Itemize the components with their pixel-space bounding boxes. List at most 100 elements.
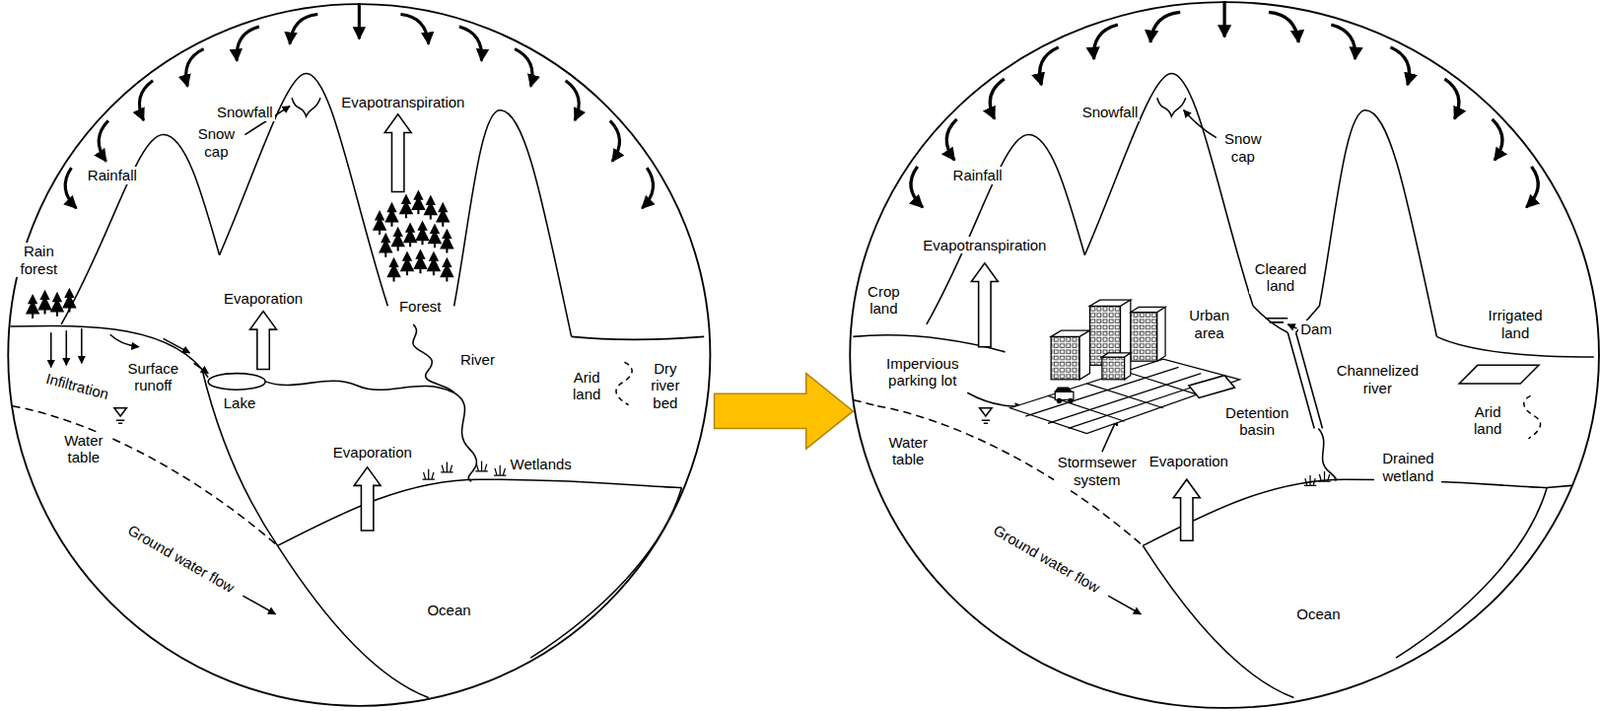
left-circle <box>7 3 710 706</box>
part-label: Ground water flow <box>988 520 1106 598</box>
right-circle <box>1524 395 1541 438</box>
forest-trees <box>427 223 442 249</box>
left-circle <box>163 338 191 352</box>
right-circle <box>1546 485 1572 487</box>
forest-trees <box>386 257 401 282</box>
part-label: Water table <box>880 433 936 469</box>
wetland-grass <box>422 469 435 480</box>
part-label: Evapotranspiration <box>339 93 467 111</box>
urban-buildings <box>1050 330 1090 380</box>
forest-trees <box>37 289 52 315</box>
part-label: River <box>458 350 497 368</box>
urban-buildings <box>1050 299 1166 380</box>
part-label: Water table <box>56 431 112 467</box>
left-circle <box>202 368 279 546</box>
forest-trees <box>62 287 76 313</box>
left-circle <box>55 2 664 209</box>
urban-buildings <box>1102 352 1131 380</box>
left-circle <box>616 361 632 405</box>
forest-trees <box>439 228 454 254</box>
right-circle <box>877 72 1547 697</box>
part-label: Snow cap <box>1218 130 1268 165</box>
forest-trees <box>426 250 441 276</box>
left-circle <box>353 467 381 531</box>
part-label: Lake <box>221 394 259 412</box>
forest-trees <box>415 219 429 245</box>
part-label: Arid land <box>563 368 610 404</box>
left-circle <box>571 336 705 340</box>
part-label: Irrigated land <box>1478 306 1552 342</box>
part-label: Ocean <box>1294 605 1342 623</box>
right-circle <box>1173 479 1200 541</box>
change-arrow <box>714 373 854 450</box>
forest-trees <box>423 195 438 220</box>
part-label: Ground water flow <box>123 520 240 598</box>
forest-trees <box>399 194 414 219</box>
part-label: Rain forest <box>10 242 67 278</box>
part-label: Impervious parking lot <box>883 354 963 390</box>
right-circle <box>852 399 878 406</box>
left-circle <box>50 332 53 367</box>
part-label: Urban area <box>1182 306 1237 342</box>
wetland-grass <box>422 461 507 481</box>
left-circle <box>250 311 278 370</box>
urban-buildings <box>1050 336 1080 379</box>
right-circle <box>1287 324 1297 329</box>
left-circle <box>413 324 455 393</box>
part-label: Dam <box>1298 320 1334 338</box>
left-circle <box>110 334 140 347</box>
forest-trees <box>411 189 425 214</box>
right-circle <box>1252 305 1288 333</box>
right-circle <box>967 392 1023 407</box>
forest-trees <box>439 257 454 282</box>
part-label: Wetlands <box>508 455 574 473</box>
forest-trees <box>413 248 427 274</box>
parking-lot <box>1056 398 1061 403</box>
part-label: Detention basin <box>1219 404 1295 439</box>
forest-trees <box>435 202 450 227</box>
forest-trees <box>378 232 393 258</box>
right-circle <box>1459 364 1539 384</box>
part-label: Rainfall <box>85 166 140 184</box>
part-label: Evapotranspiration <box>920 236 1048 254</box>
urban-buildings <box>1130 312 1158 362</box>
part-label: Crop land <box>860 282 906 318</box>
right-circle <box>1318 427 1336 480</box>
left-circle <box>66 330 69 365</box>
part-label: Infiltration <box>42 368 113 404</box>
right-circle <box>1183 110 1217 139</box>
parking-lot <box>1068 398 1073 403</box>
part-label: Stormsewer system <box>1053 453 1141 488</box>
part-label: Ocean <box>424 601 473 619</box>
right-circle <box>849 1 1600 708</box>
part-label: Evaporation <box>331 443 415 461</box>
wetland-grass <box>475 461 487 472</box>
left-circle <box>11 72 682 697</box>
right-circle <box>849 0 1600 708</box>
forest-trees <box>25 189 455 318</box>
left-circle <box>7 2 710 706</box>
left-circle <box>265 380 454 393</box>
part-label: Rainfall <box>951 166 1005 184</box>
forest-trees <box>400 250 415 276</box>
part-label: Arid land <box>1464 403 1511 438</box>
forest-trees <box>390 226 405 252</box>
part-label: Snowfall <box>214 103 276 121</box>
urban-buildings <box>1102 356 1125 380</box>
urban-buildings <box>1130 306 1166 361</box>
part-label: Forest <box>397 297 444 315</box>
left-circle <box>194 362 209 373</box>
left-circle <box>454 392 478 482</box>
drained-wetland-grass <box>1318 471 1330 482</box>
part-label: Channelized river <box>1331 361 1423 397</box>
wetland-grass <box>493 465 506 476</box>
left-circle <box>208 373 266 391</box>
forest-trees <box>403 222 418 248</box>
forest-trees <box>25 293 40 319</box>
right-circle <box>971 263 998 348</box>
part-label: Surface runoff <box>120 359 186 395</box>
part-label: Evaporation <box>221 289 305 307</box>
right-circle <box>900 0 1549 208</box>
